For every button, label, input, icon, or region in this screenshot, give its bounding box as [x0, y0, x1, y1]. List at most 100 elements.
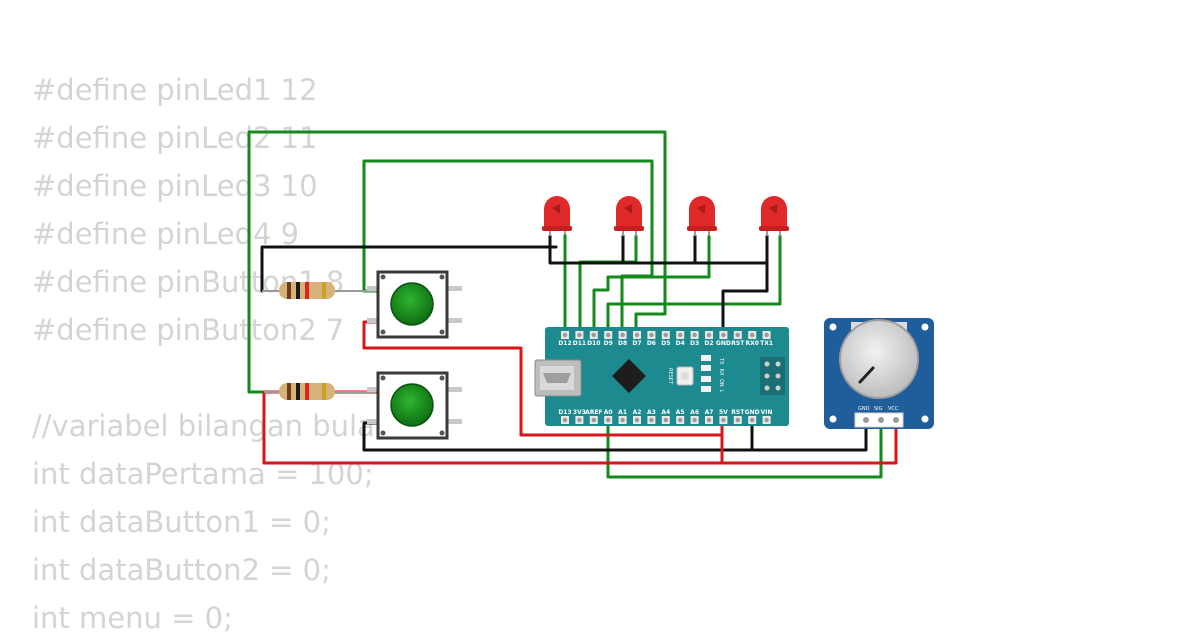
- top-pin-hole: [649, 332, 654, 338]
- button-cap[interactable]: [390, 282, 434, 326]
- top-pin-label: TX1: [760, 340, 773, 347]
- push-button-2[interactable]: [367, 371, 462, 440]
- bottom-pin-label: 3V3: [573, 409, 586, 416]
- bottom-pin-hole: [591, 417, 596, 423]
- bottom-pin-hole: [706, 417, 712, 423]
- top-pin-label: D10: [587, 340, 600, 347]
- bottom-pin-label: 5V: [719, 409, 728, 416]
- top-pin-hole: [764, 332, 769, 338]
- top-pin-hole: [706, 332, 712, 338]
- led-3: [687, 196, 717, 236]
- top-pin-label: D2: [704, 340, 713, 347]
- push-button-1[interactable]: [367, 270, 462, 339]
- top-pin-label: GND: [716, 340, 731, 347]
- wire-led3-d10: [592, 234, 711, 337]
- top-pin-label: D3: [690, 340, 699, 347]
- led-2: [614, 196, 644, 236]
- code-line: int menu = 0;: [32, 601, 233, 635]
- usb-connector: [534, 359, 582, 397]
- led-1: [542, 196, 572, 236]
- bottom-pin-label: A2: [633, 409, 642, 416]
- top-pin-hole: [692, 332, 697, 338]
- wire-5v-pot-vcc: [720, 421, 898, 465]
- bottom-pin-label: A0: [604, 409, 613, 416]
- code-line: //variabel bilangan bulat: [32, 409, 387, 443]
- top-pin-hole: [620, 332, 625, 338]
- top-pin-hole: [750, 332, 755, 338]
- onboard-led-label: ON: [718, 379, 724, 387]
- onboard-led-label: L: [718, 390, 724, 393]
- button-cap[interactable]: [390, 383, 434, 427]
- pot-pin-label: SIG: [874, 406, 883, 412]
- top-pin-label: D7: [632, 340, 641, 347]
- bottom-pin-hole: [606, 417, 611, 423]
- code-line: int dataButton2 = 0;: [32, 553, 331, 587]
- wire-gnd-led1: [548, 234, 769, 265]
- led-4: [759, 196, 789, 236]
- top-pin-label: D9: [604, 340, 613, 347]
- bottom-pin-label: RST: [731, 409, 745, 416]
- reset-label: RESET: [667, 368, 673, 385]
- bottom-pin-label: GND: [745, 409, 760, 416]
- bottom-pin-hole: [620, 417, 625, 423]
- potentiometer-module[interactable]: GND SIG VCC: [824, 318, 934, 429]
- top-pin-hole: [634, 332, 640, 338]
- top-pin-hole: [721, 332, 726, 338]
- pot-pin-label: VCC: [888, 406, 899, 412]
- top-pin-hole: [663, 332, 668, 338]
- bottom-pin-label: A4: [661, 409, 670, 416]
- top-pin-hole: [735, 332, 740, 338]
- bottom-pin-label: A3: [647, 409, 656, 416]
- bottom-pin-hole: [678, 417, 683, 423]
- code-line: #define pinLed2 11: [32, 121, 318, 155]
- code-line: #define pinLed1 12: [32, 73, 318, 107]
- icsp-header: [760, 357, 785, 395]
- bottom-pin-label: A7: [705, 409, 714, 416]
- onboard-led-label: RX: [718, 369, 724, 376]
- pot-pin-label: GND: [858, 406, 870, 412]
- bottom-pin-hole: [562, 417, 568, 423]
- pot-indicator: [858, 366, 875, 384]
- top-pin-label: D6: [647, 340, 656, 347]
- top-pin-hole: [562, 332, 568, 338]
- top-pin-label: RST: [731, 340, 745, 347]
- bottom-pin-hole: [764, 417, 769, 423]
- top-pin-label: RX0: [745, 340, 758, 347]
- bottom-pin-hole: [577, 417, 582, 423]
- top-pin-label: D5: [661, 340, 670, 347]
- microcontroller-chip: [612, 359, 646, 393]
- code-line: #define pinLed3 10: [32, 169, 318, 203]
- pot-knob[interactable]: [839, 319, 919, 399]
- bottom-pin-label: VIN: [761, 409, 773, 416]
- wire-button1-d7: [247, 130, 667, 394]
- bottom-pin-hole: [721, 417, 726, 423]
- bottom-pin-label: A1: [618, 409, 627, 416]
- top-pin-label: D12: [558, 340, 571, 347]
- onboard-led-label: TX: [718, 357, 724, 365]
- code-line: #define pinButton2 7: [32, 313, 345, 347]
- top-pin-hole: [606, 332, 611, 338]
- code-line: int dataButton1 = 0;: [32, 505, 331, 539]
- bottom-pin-hole: [750, 417, 755, 423]
- bottom-pin-label: AREF: [585, 409, 602, 416]
- bottom-pin-hole: [735, 417, 740, 423]
- top-pin-hole: [678, 332, 683, 338]
- bottom-pin-hole: [634, 417, 640, 423]
- top-pin-label: D4: [676, 340, 685, 347]
- bottom-pin-label: A6: [690, 409, 699, 416]
- wire-gnd-bus: [260, 245, 558, 293]
- top-pin-hole: [591, 332, 596, 338]
- bottom-pin-hole: [649, 417, 654, 423]
- top-pin-hole: [577, 332, 582, 338]
- resistor-1: [262, 282, 376, 299]
- code-background: #define pinLed1 12 #define pinLed2 11 #def…: [32, 66, 386, 642]
- bottom-pin-hole: [663, 417, 668, 423]
- bottom-pin-hole: [692, 417, 697, 423]
- top-pin-label: D11: [573, 340, 586, 347]
- wire-led4-d9: [606, 234, 782, 337]
- top-pin-label: D8: [618, 340, 627, 347]
- code-line: #define pinLed4 9: [32, 217, 300, 251]
